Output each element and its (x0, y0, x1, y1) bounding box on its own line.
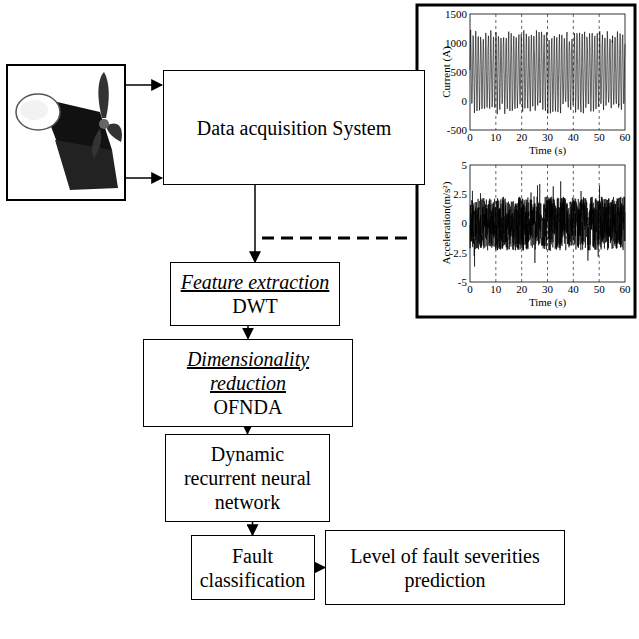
tick-label: 40 (568, 283, 579, 295)
signal-arrow (125, 177, 162, 179)
tick-label: 0 (467, 283, 473, 295)
flow-arrow (247, 326, 249, 339)
acceleration-signal (470, 181, 625, 266)
dashed-link (262, 237, 414, 240)
tick-label: 0 (462, 95, 468, 107)
axis-title: Time (s) (529, 296, 566, 308)
process-box: Feature extractionDWT (170, 262, 340, 326)
plot-frame (470, 165, 625, 282)
tick-label: 1500 (445, 8, 467, 20)
current-signal (470, 30, 625, 114)
stage-heading: Dimensionality reduction (152, 347, 344, 395)
tick-label: 1000 (445, 37, 467, 49)
inset-panel (417, 5, 635, 317)
tick-label: 30 (542, 283, 553, 295)
tick-label: 50 (594, 131, 605, 143)
tick-label: 60 (620, 283, 631, 295)
flow-arrow (252, 522, 254, 536)
tick-label: 50 (594, 283, 605, 295)
process-box: Dynamic recurrent neural network (165, 434, 330, 522)
box-label: Level of fault severities prediction (334, 544, 556, 592)
tick-label: 10 (490, 283, 501, 295)
box-label: Data acquisition System (197, 116, 391, 140)
flow-arrow (315, 567, 326, 569)
thruster-frame (7, 65, 125, 200)
axis-title: Current (A) (440, 46, 452, 98)
tick-label: -2.5 (450, 247, 467, 259)
tick-label: 0 (462, 217, 468, 229)
box-label: Fault classification (200, 544, 306, 592)
box-label: DWT (232, 294, 278, 318)
box-label: Dynamic recurrent neural network (174, 442, 321, 514)
thruster-illustration (16, 72, 122, 190)
tick-label: 40 (568, 131, 579, 143)
process-box: Fault classification (191, 535, 315, 600)
tick-label: 2.5 (453, 188, 467, 200)
plot-frame (470, 14, 625, 130)
tick-label: 5 (462, 159, 468, 171)
tick-label: 10 (490, 131, 501, 143)
axis-title: Time (s) (529, 144, 566, 156)
tick-label: 0 (467, 131, 473, 143)
box-label: OFNDA (214, 395, 283, 419)
signal-arrow (125, 84, 162, 86)
output-box: Level of fault severities prediction (325, 530, 565, 605)
process-box: Dimensionality reductionOFNDA (143, 339, 353, 427)
tick-label: 20 (516, 131, 527, 143)
tick-label: 60 (620, 131, 631, 143)
stage-heading: Feature extraction (181, 270, 330, 294)
flow-arrow (254, 185, 256, 262)
process-box: Data acquisition System (163, 70, 425, 185)
tick-label: -500 (447, 124, 467, 136)
tick-label: 20 (516, 283, 527, 295)
tick-label: 500 (451, 66, 468, 78)
tick-label: 30 (542, 131, 553, 143)
tick-label: -5 (458, 276, 467, 288)
flow-arrow (247, 427, 249, 434)
